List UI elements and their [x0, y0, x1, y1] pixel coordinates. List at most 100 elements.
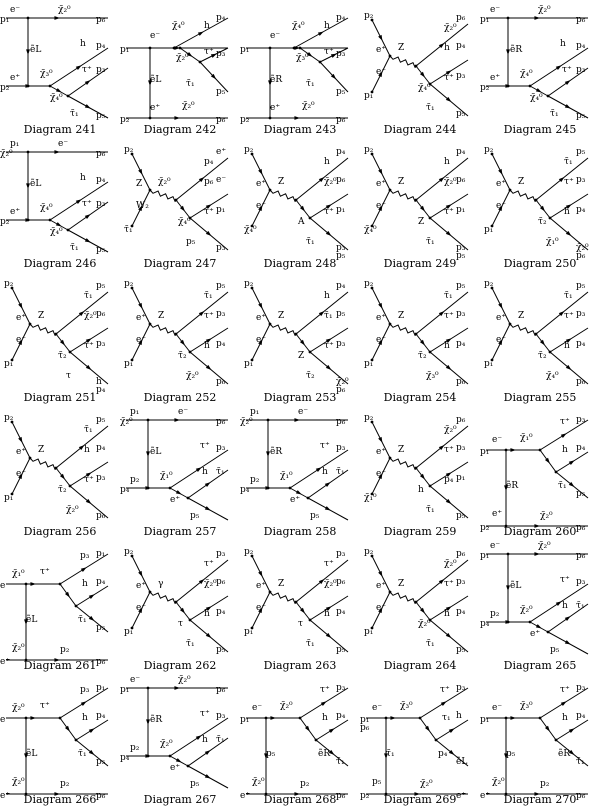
vertex-dot — [174, 600, 178, 604]
particle-label: e⁺ — [376, 581, 386, 591]
vertex-dot — [294, 332, 298, 336]
propagator-arrow — [198, 176, 205, 183]
vertex-dot — [534, 332, 538, 336]
vertex-dot — [490, 286, 494, 290]
propagator-arrow — [198, 310, 205, 317]
vertex-dot — [68, 350, 72, 354]
particle-label: Z — [398, 445, 404, 455]
particle-label: e⁻ — [10, 5, 20, 15]
propagator-arrow — [55, 88, 62, 93]
diagram-caption: Diagram 245 — [504, 123, 577, 136]
particle-label: p₆ — [576, 791, 586, 801]
particle-label: p₆ — [576, 251, 586, 261]
vertex-dot — [178, 46, 182, 50]
particle-label: p₄ — [456, 147, 466, 157]
particle-label: p₅ — [310, 511, 320, 521]
propagator-arrow — [318, 176, 325, 183]
vertex-dot — [528, 84, 532, 88]
particle-label: h — [562, 601, 568, 611]
particle-label: e⁺ — [10, 73, 20, 83]
particle-label: τ̃₁ — [306, 78, 315, 89]
particle-label: e⁺ — [256, 581, 266, 591]
vertex-dot — [24, 716, 28, 720]
particle-label: τ̃₂ — [178, 350, 187, 361]
propagator-arrow — [88, 728, 95, 733]
particle-label: τ⁺ — [324, 341, 334, 351]
particle-label: p₁ — [124, 627, 133, 637]
particle-label: ẽL — [456, 756, 467, 767]
propagator-arrow — [258, 205, 263, 212]
vertex-dot — [506, 620, 510, 624]
particle-label: p₅ — [186, 237, 196, 247]
particle-label: e⁻ — [376, 603, 386, 613]
diagram-caption: Diagram 270 — [504, 793, 577, 806]
particle-label: p₅ — [96, 623, 106, 633]
particle-label: p₄ — [444, 475, 454, 485]
particle-label: p₆ — [576, 377, 586, 387]
propagator-arrow — [325, 606, 332, 611]
particle-label: e⁻ — [16, 469, 26, 479]
particle-label: τ̃₁ — [576, 756, 585, 767]
particle-label: p₁ — [480, 15, 489, 25]
particle-label: τ⁺ — [40, 701, 50, 711]
diagram-caption: Diagram 250 — [504, 257, 577, 270]
particle-label: χ̃₂⁰ — [158, 176, 171, 187]
propagator-arrow — [205, 632, 212, 639]
particle-label: e⁺ — [480, 791, 490, 801]
propagator-arrow — [445, 230, 452, 237]
particle-label: e⁻ — [256, 335, 266, 345]
particle-label: p₆ — [216, 577, 226, 587]
propagator-arrow — [534, 16, 541, 20]
particle-label: Z — [38, 445, 44, 455]
vertex-dot — [268, 116, 272, 120]
propagator-arrow — [174, 686, 181, 690]
vertex-dot — [250, 224, 254, 228]
particle-label: τ⁺ — [560, 685, 570, 695]
particle-label: p₂ — [60, 779, 70, 789]
vertex-dot — [490, 358, 494, 362]
vertex-dot — [10, 492, 14, 496]
diagram-caption: Diagram 267 — [144, 793, 217, 806]
particle-label: p₅ — [576, 111, 586, 121]
particle-label: p₁ — [360, 715, 369, 725]
particle-label: p₂ — [540, 779, 550, 789]
particle-label: χ̃₄⁰ — [50, 226, 63, 237]
particle-label: τ⁺ — [324, 47, 334, 57]
vertex-dot — [250, 358, 254, 362]
particle-label: e⁺ — [376, 447, 386, 457]
propagator-arrow — [378, 205, 383, 212]
vertex-dot — [538, 716, 542, 720]
propagator-arrow — [504, 485, 508, 492]
particle-label: p₄ — [96, 41, 106, 51]
vertex-dot — [26, 150, 30, 154]
propagator-arrow — [448, 728, 455, 733]
propagator-arrow — [510, 448, 517, 452]
vertex-dot — [370, 492, 374, 496]
particle-label: χ̃₂⁰ — [540, 510, 553, 521]
particle-label: τ⁺ — [324, 207, 334, 217]
vertex-dot — [66, 228, 70, 232]
particle-label: τ⁺ — [444, 207, 454, 217]
particle-label: τ — [66, 371, 71, 381]
vertex-dot — [24, 792, 28, 796]
vertex-dot — [268, 322, 272, 326]
particle-label: χ̃₂⁰ — [160, 738, 173, 749]
particle-label: p₁ — [336, 205, 345, 215]
vertex-dot — [146, 418, 150, 422]
particle-label: τ̃₁ — [78, 614, 87, 625]
particle-label: p₂ — [244, 279, 254, 289]
propagator-arrow — [320, 701, 327, 706]
particle-label: τ̃₁ — [564, 156, 573, 167]
particle-label: τ⁺ — [200, 709, 210, 719]
propagator-arrow — [258, 168, 263, 175]
particle-label: p₁ — [484, 225, 493, 235]
particle-label: p₂ — [240, 115, 250, 125]
particle-label: p₅ — [266, 749, 276, 759]
vertex-dot — [24, 658, 28, 662]
particle-label: ẽL — [150, 446, 161, 457]
vertex-dot — [294, 600, 298, 604]
propagator-arrow — [534, 524, 541, 528]
particle-label: p₆ — [336, 417, 346, 427]
vertex-dot — [388, 54, 392, 58]
